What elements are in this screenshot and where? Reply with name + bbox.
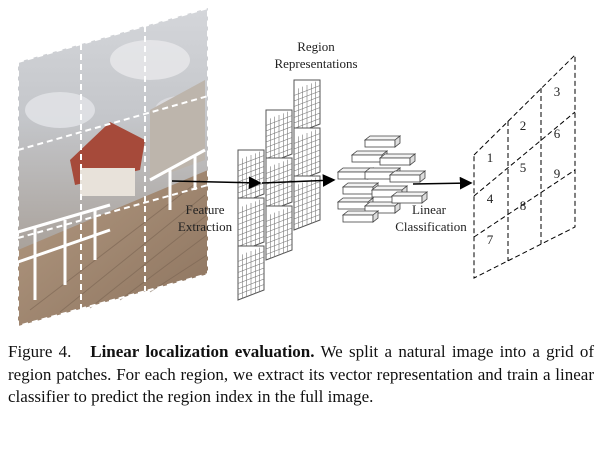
region-feature-grids [237,79,321,301]
grid-number: 3 [554,84,561,99]
figure-diagram: 1 2 3 4 5 6 7 8 9 Region Representations Feature… [17,6,576,328]
caption-body: We split a natural image into a grid of … [8,342,595,406]
label-extraction: Extraction [178,219,233,234]
grid-number: 9 [554,166,561,181]
vector-bar [378,153,417,166]
feature-grid [265,109,293,165]
grid-number: 8 [520,198,527,213]
feature-grid [293,127,321,183]
input-image [17,6,209,328]
caption-title: Linear localization evaluation. [90,342,315,361]
label-linear: Linear [412,202,447,217]
grid-number: 7 [487,232,494,247]
caption-prefix: Figure 4. [8,342,72,361]
label-feature: Feature [186,202,225,217]
label-representations: Representations [274,56,357,71]
feature-grid [293,79,321,135]
vector-bar [341,210,380,223]
grid-number: 1 [487,150,494,165]
feature-grid [237,197,265,253]
feature-grid [293,175,321,231]
label-region: Region [297,39,335,54]
vector-representations [336,135,429,223]
grid-number: 6 [554,126,561,141]
vector-bar [390,191,429,204]
feature-grid [265,157,293,213]
label-classification: Classification [395,219,467,234]
grid-number: 5 [520,160,527,175]
to-vectors-arrow [261,174,336,187]
figure-caption: Figure 4. Linear localization evaluation… [8,341,594,409]
vector-bar [388,170,427,183]
feature-grid [237,245,265,301]
grid-number: 2 [520,118,527,133]
output-region-grid: 1 2 3 4 5 6 7 8 9 [473,53,576,279]
grid-number: 4 [487,191,494,206]
feature-extraction-arrow [171,176,262,190]
linear-classification-arrow [412,176,473,190]
vector-bar [336,197,375,210]
feature-grid [265,205,293,261]
feature-grid [237,149,265,205]
vector-bar [363,135,402,148]
